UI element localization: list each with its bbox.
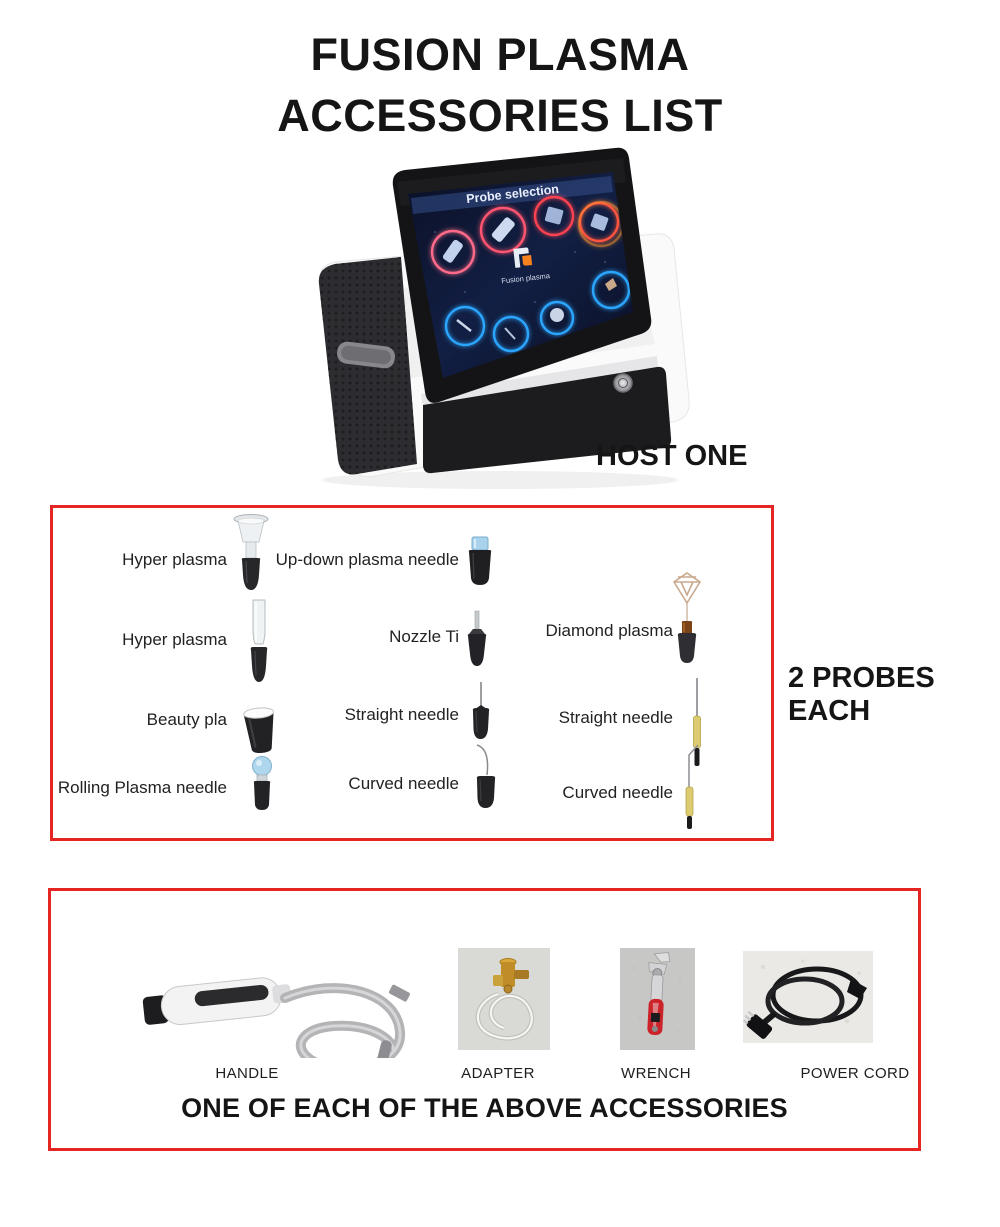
screen-content: Probe selection xyxy=(411,176,631,353)
accessory-label: ADAPTER xyxy=(461,1065,535,1082)
accessories-caption: ONE OF EACH OF THE ABOVE ACCESSORIES xyxy=(181,1093,788,1123)
short-curved-needle-icon xyxy=(467,742,502,815)
probe-label: Straight needle xyxy=(344,705,459,724)
probe-label: Up-down plasma needle xyxy=(275,550,459,569)
device-shadow xyxy=(322,471,678,489)
short-straight-needle-icon xyxy=(465,680,496,745)
diamond-plasma-probe-icon xyxy=(664,569,710,667)
accessories-box: HANDLE ADAPTER xyxy=(48,888,921,1151)
tube-glass-probe-icon xyxy=(241,598,277,688)
probe-label: Beauty pla xyxy=(146,710,227,729)
device-front-lip xyxy=(421,356,658,407)
funnel-glass-probe-icon xyxy=(229,512,273,594)
probe-label: Curved needle xyxy=(562,783,673,802)
power-cord-icon xyxy=(743,951,873,1043)
title-line2: ACCESSORIES LIST xyxy=(277,90,723,141)
long-straight-needle-icon xyxy=(688,676,706,771)
device-front-drawer xyxy=(423,366,672,474)
accessory-label: WRENCH xyxy=(621,1065,691,1082)
red-probe-rings xyxy=(430,195,625,275)
nozzle-ti-probe-icon xyxy=(462,608,492,670)
plasma-machine-illustration: Probe selection xyxy=(318,147,690,489)
probe-label: Hyper plasma xyxy=(122,550,227,569)
up-down-plasma-needle-icon xyxy=(463,534,497,590)
probe-label: Rolling Plasma needle xyxy=(57,778,227,797)
handpiece-with-cable-icon xyxy=(133,948,423,1058)
title-line1: FUSION PLASMA xyxy=(310,29,690,80)
accessory-label: HANDLE xyxy=(215,1065,279,1082)
device-side-vent-panel xyxy=(318,257,417,475)
rolling-ball-probe-icon xyxy=(246,755,278,813)
probes-box: Hyper plasma Hyper plasma Beauty pla xyxy=(50,505,774,841)
device-handle-recess xyxy=(337,341,395,369)
power-button xyxy=(613,373,633,393)
probes-quantity-label: 2 PROBES EACH xyxy=(788,662,935,727)
probe-label: Curved needle xyxy=(348,774,459,793)
adjustable-wrench-icon xyxy=(620,948,695,1050)
page-title: FUSION PLASMA ACCESSORIES LIST xyxy=(0,24,1000,146)
host-one-label: HOST ONE xyxy=(596,440,748,472)
blue-probe-rings xyxy=(444,270,631,353)
accessory-label: POWER CORD xyxy=(800,1065,910,1082)
probe-label: Nozzle Ti xyxy=(389,627,459,646)
long-curved-needle-icon xyxy=(678,742,704,832)
screen-probe-icons xyxy=(442,206,617,340)
probe-label: Diamond plasma xyxy=(545,621,673,640)
brass-adapter-with-tube-icon xyxy=(458,948,550,1050)
screen-header-banner xyxy=(411,176,613,214)
host-device-image: Probe selection xyxy=(305,142,700,492)
cup-probe-icon xyxy=(241,703,279,755)
probe-label: Hyper plasma xyxy=(122,630,227,649)
probe-label: Straight needle xyxy=(558,708,673,727)
